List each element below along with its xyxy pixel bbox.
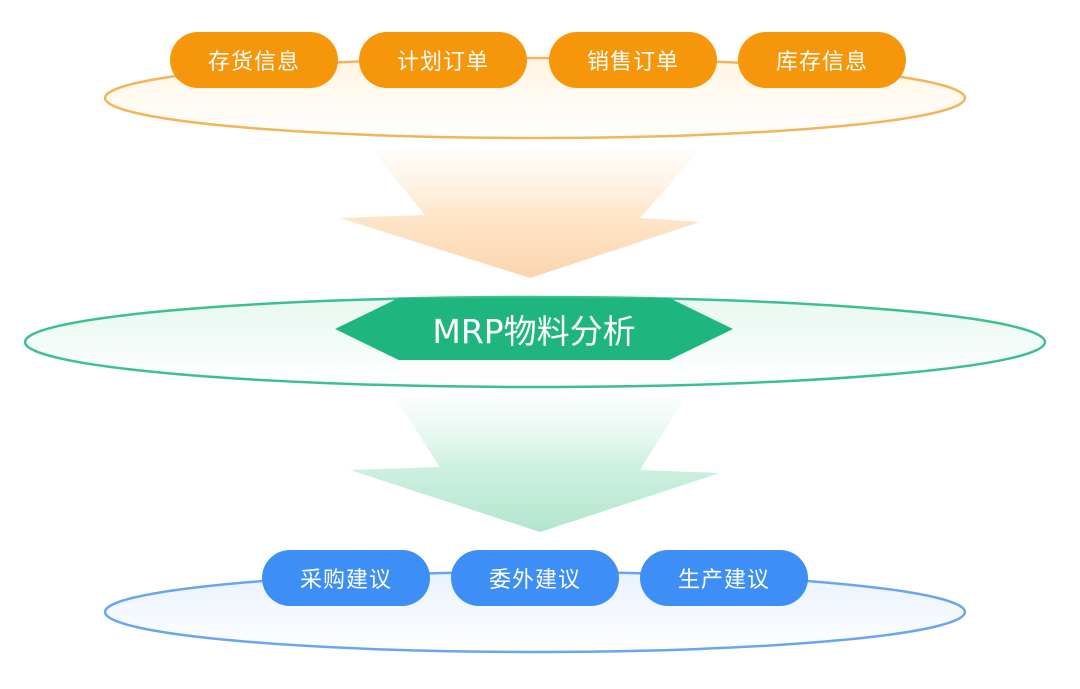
mrp-analysis-hexagon: MRP物料分析 [335, 298, 733, 360]
output-pill-production-suggestion: 生产建议 [640, 550, 808, 606]
input-pill-inventory-info: 存货信息 [170, 32, 338, 88]
output-pill-purchase-suggestion: 采购建议 [262, 550, 430, 606]
input-pill-sales-orders: 销售订单 [549, 32, 717, 88]
down-arrow-bottom [350, 398, 720, 532]
down-arrow-top [340, 150, 700, 278]
input-pill-planned-orders: 计划订单 [359, 32, 527, 88]
output-pill-outsourcing-suggestion: 委外建议 [451, 550, 619, 606]
input-pill-stock-info: 库存信息 [738, 32, 906, 88]
